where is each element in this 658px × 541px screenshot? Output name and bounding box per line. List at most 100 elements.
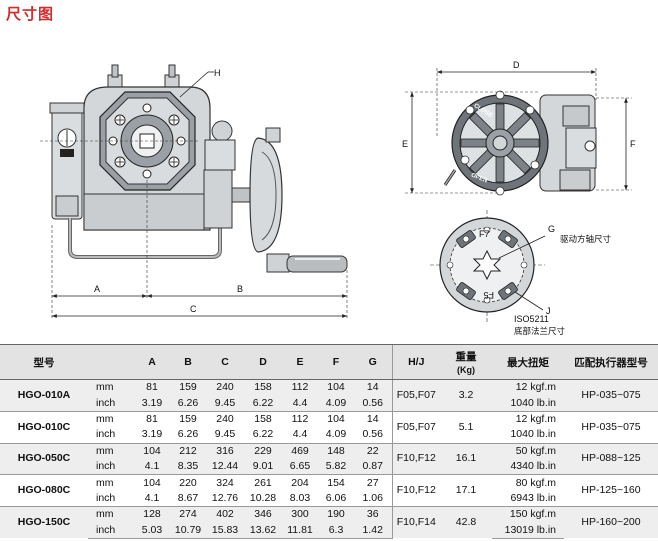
dim-cell: 10.28 [244, 490, 282, 508]
dim-cell: 158 [244, 379, 282, 396]
dim-cell: 4.4 [282, 395, 318, 412]
torque-cell: 50 kgf.m [492, 442, 564, 459]
torque-cell: 12 kgf.m [492, 379, 564, 396]
header-cell: B [170, 344, 206, 380]
flange-view: F7 F5 G 驱动方轴尺寸 J ISO5211 底部法兰尺寸 [430, 210, 612, 337]
dim-cell: 6.3 [318, 522, 354, 539]
dim-cell: 154 [318, 474, 354, 491]
unit-cell: inch [88, 490, 134, 508]
dim-cell: 261 [244, 474, 282, 491]
torque-cell: 6943 lb.in [492, 490, 564, 508]
header-cell: 型号 [0, 344, 88, 380]
dim-cell: 15.83 [206, 522, 244, 539]
dim-cell: 158 [244, 410, 282, 428]
dim-cell: 81 [134, 379, 170, 396]
dim-cell: 11.81 [282, 522, 318, 539]
dim-cell: 212 [170, 442, 206, 459]
label-g: G [548, 224, 555, 234]
dim-cell: 346 [244, 506, 282, 523]
label-d: D [513, 60, 520, 70]
actuator-cell: HP-035~075 [564, 379, 658, 412]
label-c: C [190, 304, 197, 314]
weight-cell: 3.2 [440, 379, 492, 412]
unit-cell: inch [88, 427, 134, 444]
unit-cell: inch [88, 458, 134, 476]
torque-cell: 80 kgf.m [492, 474, 564, 491]
dim-cell: 274 [170, 506, 206, 523]
dim-cell: 104 [134, 474, 170, 491]
dim-cell: 6.22 [244, 395, 282, 412]
header-cell: A [134, 344, 170, 380]
label-a: A [94, 284, 100, 294]
g-note: 驱动方轴尺寸 [560, 234, 612, 245]
torque-cell: 1040 lb.in [492, 427, 564, 444]
unit-cell: mm [88, 379, 134, 396]
dim-cell: 402 [206, 506, 244, 523]
torque-cell: 1040 lb.in [492, 395, 564, 412]
header-cell: D [244, 344, 282, 380]
torque-cell: 4340 lb.in [492, 458, 564, 476]
unit-cell: mm [88, 506, 134, 523]
model-cell: HGO-050C [0, 442, 88, 475]
hj-cell: F05,F07 [391, 379, 440, 412]
weight-cell: 17.1 [440, 474, 492, 507]
dim-cell: 4.1 [134, 490, 170, 508]
dimension-drawing: H A B C [40, 60, 636, 337]
label-h: H [214, 68, 221, 78]
hj-cell: F10,F12 [391, 442, 440, 475]
dim-cell: 4.09 [318, 427, 354, 444]
weight-cell: 5.1 [440, 410, 492, 444]
torque-cell: 13019 lb.in [492, 522, 564, 539]
dim-cell: 469 [282, 442, 318, 459]
dim-cell: 6.06 [318, 490, 354, 508]
unit-cell: inch [88, 522, 134, 539]
dim-cell: 6.22 [244, 427, 282, 444]
dim-cell: 3.19 [134, 395, 170, 412]
model-cell: HGO-150C [0, 506, 88, 539]
dim-cell: 316 [206, 442, 244, 459]
unit-cell: mm [88, 474, 134, 491]
dim-cell: 0.87 [354, 458, 392, 476]
header-cell [88, 344, 134, 380]
model-cell: HGO-010A [0, 379, 88, 412]
header-cell: 重量(Kg) [440, 344, 492, 380]
dim-cell: 0.56 [354, 395, 392, 412]
dim-cell: 13.62 [244, 522, 282, 539]
label-e: E [402, 139, 408, 149]
dim-cell: 3.19 [134, 427, 170, 444]
dim-cell: 14 [354, 379, 392, 396]
dim-cell: 8.03 [282, 490, 318, 508]
dim-cell: 159 [170, 410, 206, 428]
dim-cell: 9.01 [244, 458, 282, 476]
j-note-flange: 底部法兰尺寸 [514, 326, 566, 337]
dim-cell: 4.09 [318, 395, 354, 412]
dim-cell: 128 [134, 506, 170, 523]
dim-cell: 5.82 [318, 458, 354, 476]
side-view: CLOSE OPEN D E F [402, 60, 636, 196]
unit-cell: mm [88, 442, 134, 459]
dim-cell: 240 [206, 410, 244, 428]
actuator-cell: HP-035~075 [564, 410, 658, 444]
torque-cell: 150 kgf.m [492, 506, 564, 523]
torque-cell: 12 kgf.m [492, 410, 564, 428]
hj-cell: F10,F14 [391, 506, 440, 539]
dim-cell: 220 [170, 474, 206, 491]
dim-cell: 4.4 [282, 427, 318, 444]
dim-cell: 36 [354, 506, 392, 523]
label-j: J [546, 306, 551, 316]
label-f: F [630, 139, 636, 149]
dim-cell: 10.79 [170, 522, 206, 539]
weight-cell: 16.1 [440, 442, 492, 475]
actuator-cell: HP-125~160 [564, 474, 658, 507]
actuator-cell: HP-160~200 [564, 506, 658, 539]
